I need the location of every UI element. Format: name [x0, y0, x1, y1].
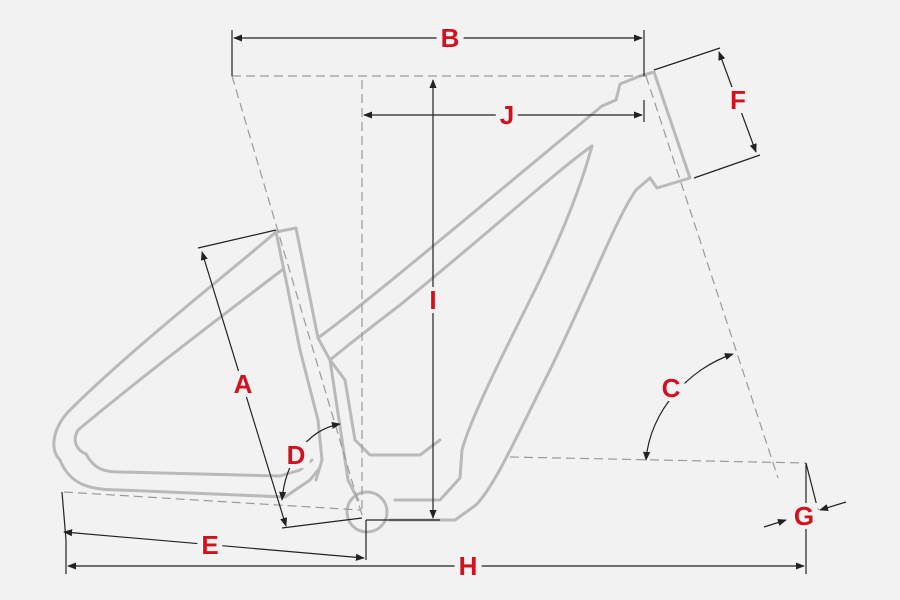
chain-stay	[58, 458, 320, 499]
head-tube-axis	[645, 75, 779, 479]
chain-stay-inner	[84, 452, 314, 478]
dimension-g-arrow-left	[763, 519, 787, 528]
dimension-c-arc	[643, 353, 734, 461]
seat-stay	[52, 230, 278, 462]
ground-line	[509, 456, 807, 464]
label-i: I	[425, 287, 441, 313]
bottom-bracket	[345, 490, 389, 534]
seat-stay-inner	[73, 268, 284, 456]
label-b: B	[436, 25, 464, 51]
head-tube	[638, 70, 692, 190]
motor-housing	[328, 358, 442, 457]
seat-tube	[274, 226, 360, 502]
label-h: H	[454, 553, 482, 579]
label-a: A	[229, 371, 257, 397]
label-j: J	[495, 102, 519, 128]
label-c: C	[657, 375, 685, 401]
label-d: D	[282, 442, 310, 468]
top-tube	[316, 74, 642, 340]
down-tube-outer	[388, 176, 652, 522]
dimension-g-arrow-right	[819, 501, 847, 512]
label-g: G	[789, 503, 819, 529]
label-e: E	[197, 532, 223, 558]
label-f: F	[726, 87, 750, 113]
down-tube	[393, 144, 594, 502]
bike-frame	[52, 70, 692, 534]
